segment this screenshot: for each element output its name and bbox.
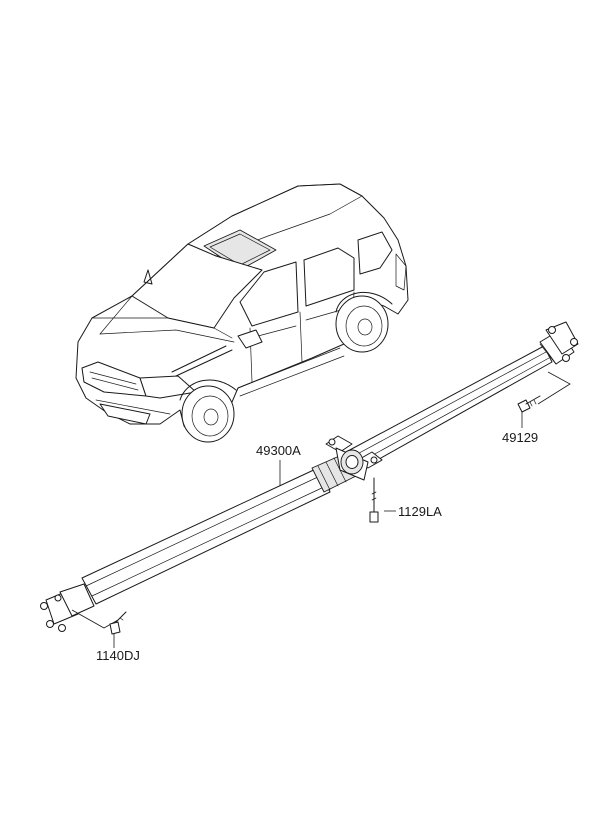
callout-propeller-shaft: 49300A (256, 443, 301, 458)
front-bolt (109, 611, 127, 635)
bearing-bolt (369, 477, 379, 523)
rear-bolt (517, 395, 541, 413)
rear-flange (539, 321, 579, 365)
callout-front-bolt: 1140DJ (96, 648, 140, 663)
vehicle-illustration (75, 183, 409, 443)
callout-rear-bolt: 49129 (502, 430, 538, 445)
front-shaft-tube (81, 467, 331, 605)
callout-bearing-bolt: 1129LA (398, 504, 442, 519)
propeller-shaft-assembly (40, 321, 579, 632)
front-flange (40, 583, 95, 632)
center-bearing (325, 435, 383, 481)
rear-mount-guide (537, 371, 571, 405)
